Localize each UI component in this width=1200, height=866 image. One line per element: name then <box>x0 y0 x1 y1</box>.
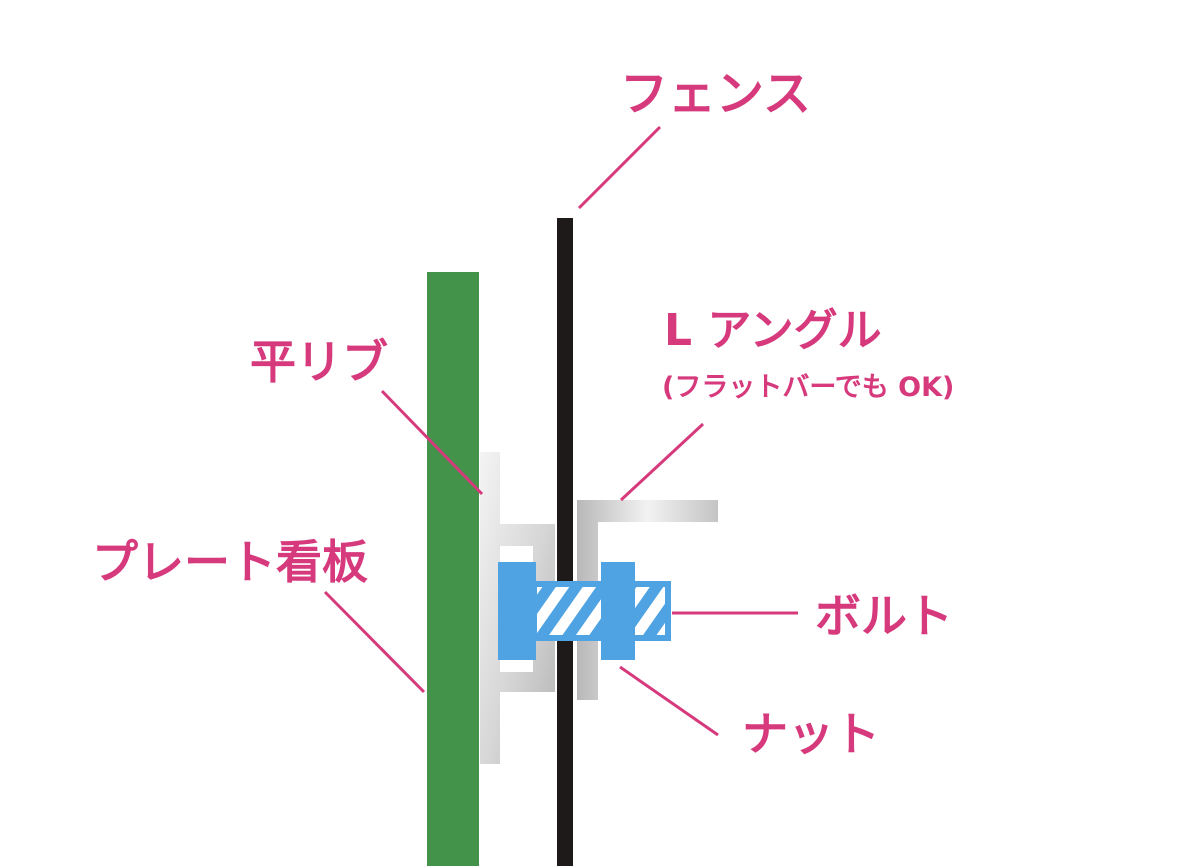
l-angle-bracket <box>577 500 718 700</box>
label-fence: フェンス <box>620 66 811 122</box>
fence-wire <box>557 218 573 866</box>
leader-fence <box>577 125 662 210</box>
nut <box>601 562 635 660</box>
plate-sign-board <box>427 272 479 866</box>
label-flat-rib: 平リブ <box>250 335 388 389</box>
leader-l-angle <box>619 422 705 502</box>
bolt-head <box>498 562 536 660</box>
label-l-angle: L アングル <box>664 305 882 356</box>
label-bolt: ボルト <box>815 589 953 643</box>
flat-rib-bracket <box>480 452 555 764</box>
label-nut: ナット <box>742 707 880 761</box>
leader-flat-rib <box>380 389 484 496</box>
leader-plate-sign <box>323 590 426 694</box>
label-plate-sign: プレート看板 <box>92 535 368 589</box>
leader-nut <box>619 665 719 737</box>
label-l-angle-note: (フラットバーでも OK) <box>662 372 954 403</box>
